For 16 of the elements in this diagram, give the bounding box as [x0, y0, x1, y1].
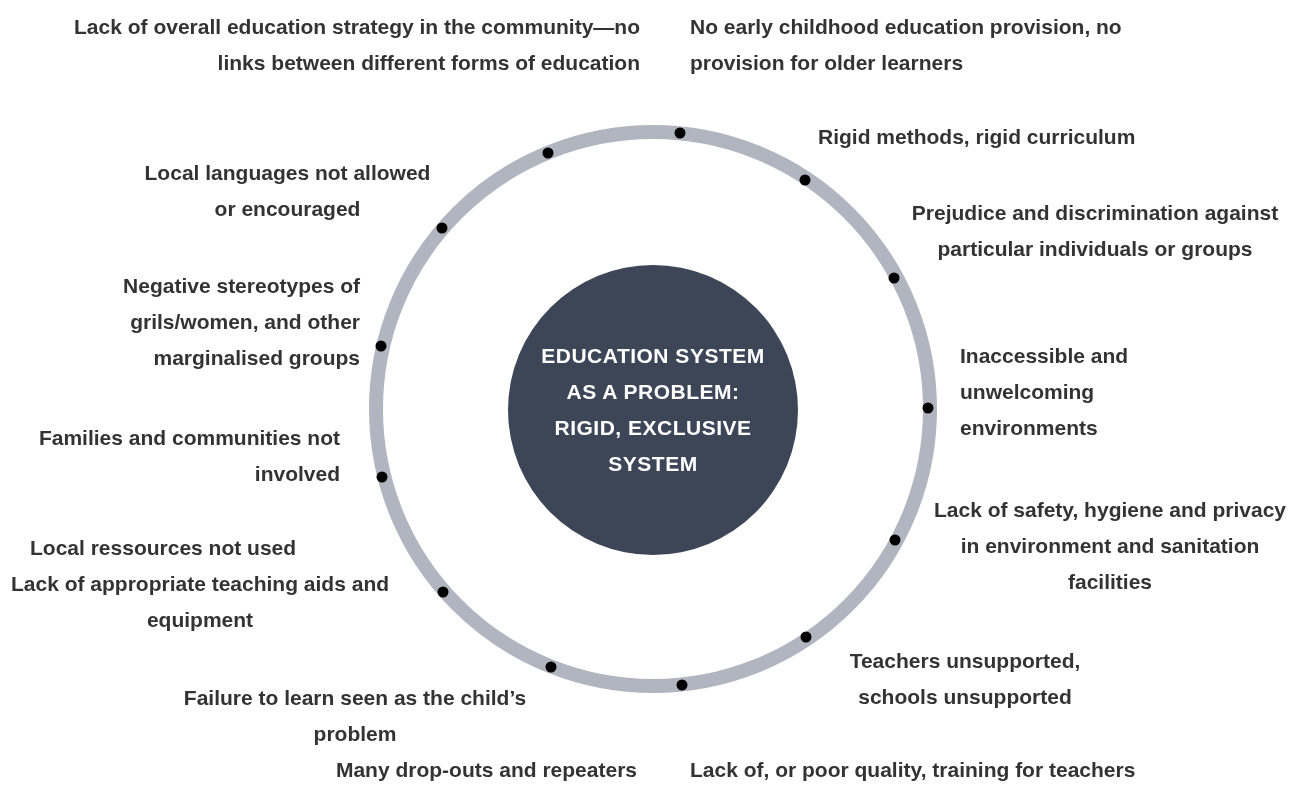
problem-label: Lack of overall education strategy in the community—no links between different forms of education: [73, 14, 640, 76]
problem-label: Lack of, or poor quality, training for teachers: [690, 757, 1137, 783]
center-title: EDUCATION SYSTEM AS A PROBLEM: RIGID, EXCLUSIVE SYSTEM: [540, 343, 766, 477]
problem-label: Local languages not allowed or encouraged: [143, 160, 432, 222]
problem-label: Prejudice and discrimination against particular individuals or groups: [910, 200, 1280, 262]
problem-label: Many drop-outs and repeaters: [334, 757, 637, 783]
problem-label: Lack of safety, hygiene and privacy in environment and sanitation facilities: [932, 497, 1288, 595]
problem-label: Negative stereotypes of grils/women, and other marginalised groups: [122, 273, 360, 371]
problem-label: No early childhood education provision, no provision for older learners: [690, 14, 1123, 76]
problem-label: Lack of appropriate teaching aids and equipment: [9, 571, 391, 633]
problem-label: Rigid methods, rigid curriculum: [818, 124, 1137, 150]
problem-label: Failure to learn seen as the child’s problem: [182, 685, 528, 747]
problem-label: Inaccessible and unwelcoming environments: [960, 343, 1130, 441]
problem-label: Local ressources not used: [30, 535, 298, 561]
problem-label: Teachers unsupported, schools unsupported: [848, 648, 1082, 710]
problem-label: Families and communities not involved: [37, 425, 340, 487]
